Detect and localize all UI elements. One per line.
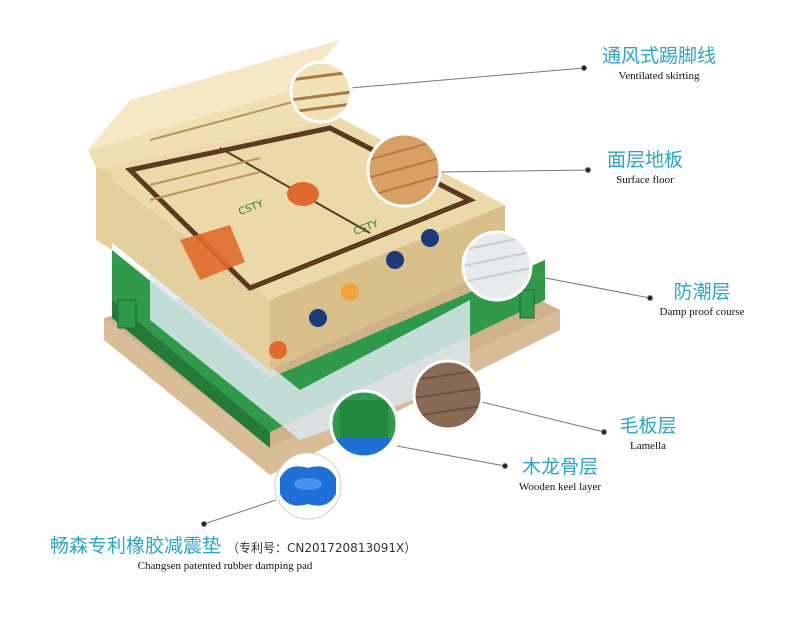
zoom-skirting [289,60,353,124]
cert-badge [269,341,287,359]
court-key-area [180,225,245,280]
label-en: Ventilated skirting [618,69,700,82]
keel-bracket-right [519,289,535,319]
label-cn: 面层地板 [606,149,683,171]
label-en: Wooden keel layer [518,480,602,493]
skirting-face [88,80,340,168]
label-cn-row: 畅森专利橡胶减震垫 （专利号：CN201720813091X） [50,535,416,557]
leader-dot [581,65,587,71]
leader-line [396,445,506,467]
label-en: Surface floor [616,173,674,186]
keel-layer-green-shade [112,300,270,448]
label-ventilated-skirting: 通风式踢脚线 Ventilated skirting [596,46,722,82]
keel-layer-green [112,250,545,432]
label-en: Changsen patented rubber damping pad [137,559,313,572]
leader-line [203,499,277,525]
leader-line [481,401,605,433]
leader-line [349,67,585,89]
zoom-rubber-pad [274,452,342,520]
cert-badge [386,251,404,269]
cert-badge [421,229,439,247]
leader-line [439,169,589,173]
label-cn: 畅森专利橡胶减震垫 [50,535,222,557]
leader-dot [601,429,607,435]
zoom-damp-proof [461,230,533,302]
zoom-wooden-keel [329,389,399,459]
center-circle [287,182,319,206]
leader-dot [502,463,508,469]
label-cn: 防潮层 [673,281,731,303]
label-lamella: 毛板层 Lamella [612,416,684,452]
leader-dot [585,167,591,173]
cert-badge [341,283,359,301]
zoom-surface-floor [366,132,442,208]
label-cn: 毛板层 [619,415,677,437]
skirting-top [88,40,340,150]
cert-badge [309,309,327,327]
label-cn: 木龙骨层 [521,456,598,478]
leader-dot [647,295,653,301]
skirting-vent [149,99,301,141]
leader-dot [201,521,207,527]
label-en: Damp proof course [659,305,745,318]
label-surface-floor: 面层地板 Surface floor [600,150,690,186]
leader-line [529,274,651,299]
floor-side-left [96,168,270,370]
floor-side-front [270,205,505,370]
zoom-lamella [412,359,484,431]
label-rubber-pad: 畅森专利橡胶减震垫 （专利号：CN201720813091X） Changsen … [50,535,416,572]
label-wooden-keel: 木龙骨层 Wooden keel layer [510,457,610,493]
damp-proof-film [150,270,470,440]
patent-number: （专利号：CN201720813091X） [227,541,417,555]
label-cn: 通风式踢脚线 [601,45,716,67]
skirting-front [96,168,112,250]
label-damp-proof: 防潮层 Damp proof course [650,282,754,318]
label-en: Lamella [629,439,667,452]
keel-bracket-left [117,299,137,329]
skirting-vent [149,157,261,186]
base-board [104,310,560,475]
skirting-vent [149,171,261,201]
